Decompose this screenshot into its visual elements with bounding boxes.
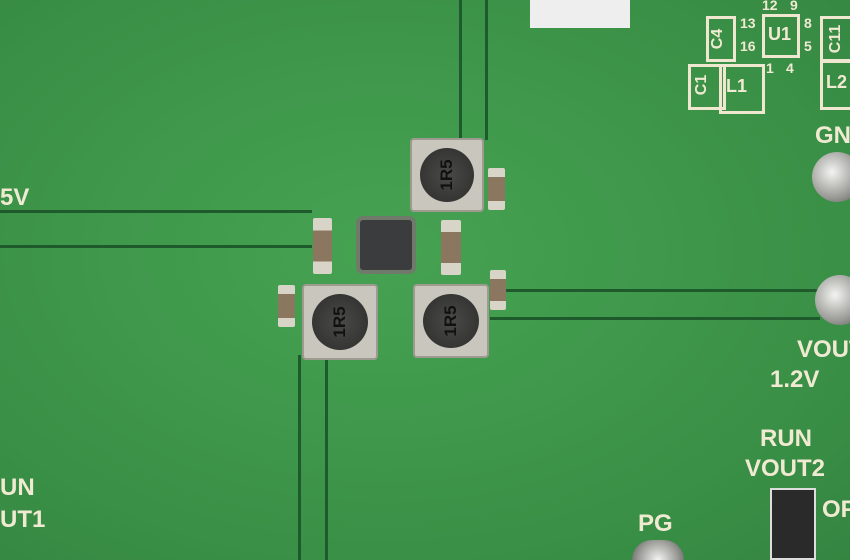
terminal-post [632,540,684,560]
inductor-marking: 1R5 [330,306,349,338]
label-run: RUN [760,425,812,452]
outline-u1 [762,14,800,58]
label-c1: C1 [693,74,711,96]
trace [490,317,820,320]
label-c4: C4 [709,28,727,50]
trace [0,245,312,248]
capacitor [441,220,461,275]
label-l1: L1 [726,76,748,96]
pin-label: 8 [804,15,812,31]
pin-label: 16 [740,38,756,54]
trace [298,355,301,560]
label-run-left: UN [0,474,35,501]
pin-label: 9 [790,0,798,13]
ic-chip [360,220,412,270]
capacitor [488,168,505,210]
inductor: 1R5 [413,284,489,358]
label-vout: VOUT [797,336,850,363]
capacitor [313,218,332,274]
pin-label: 4 [786,60,794,76]
label-u1: U1 [768,24,792,44]
terminal-post [815,275,850,325]
trace [500,289,820,292]
label-gnd: GN [815,122,850,149]
inductor-marking: 1R5 [441,305,460,337]
capacitor [490,270,506,310]
trace [325,355,328,560]
jumper-header [770,488,816,560]
pin-label: 1 [766,60,774,76]
label-c11: C11 [827,24,845,54]
outline-c1 [688,64,726,110]
trace [0,210,312,213]
label-pg: PG [638,510,673,537]
inductor: 1R5 [302,284,378,360]
label-l2: L2 [826,72,848,92]
pin-label: 5 [804,38,812,54]
label-off: OF [822,496,850,523]
outline-l1 [719,64,765,114]
label-vout-value: 1.2V [770,366,820,393]
outline-l2 [820,60,850,110]
sticker [530,0,630,28]
pin-label: 12 [762,0,778,13]
trace [459,0,462,140]
label-vout2: VOUT2 [745,455,826,482]
inductor: 1R5 [410,138,484,212]
label-vout1: UT1 [0,506,46,533]
pin-label: 13 [740,15,756,31]
trace [485,0,488,140]
label-5v: 5V [0,184,30,211]
capacitor [278,285,295,327]
terminal-post [812,152,850,202]
inductor-marking: 1R5 [437,159,456,191]
outline-c4 [706,16,736,62]
